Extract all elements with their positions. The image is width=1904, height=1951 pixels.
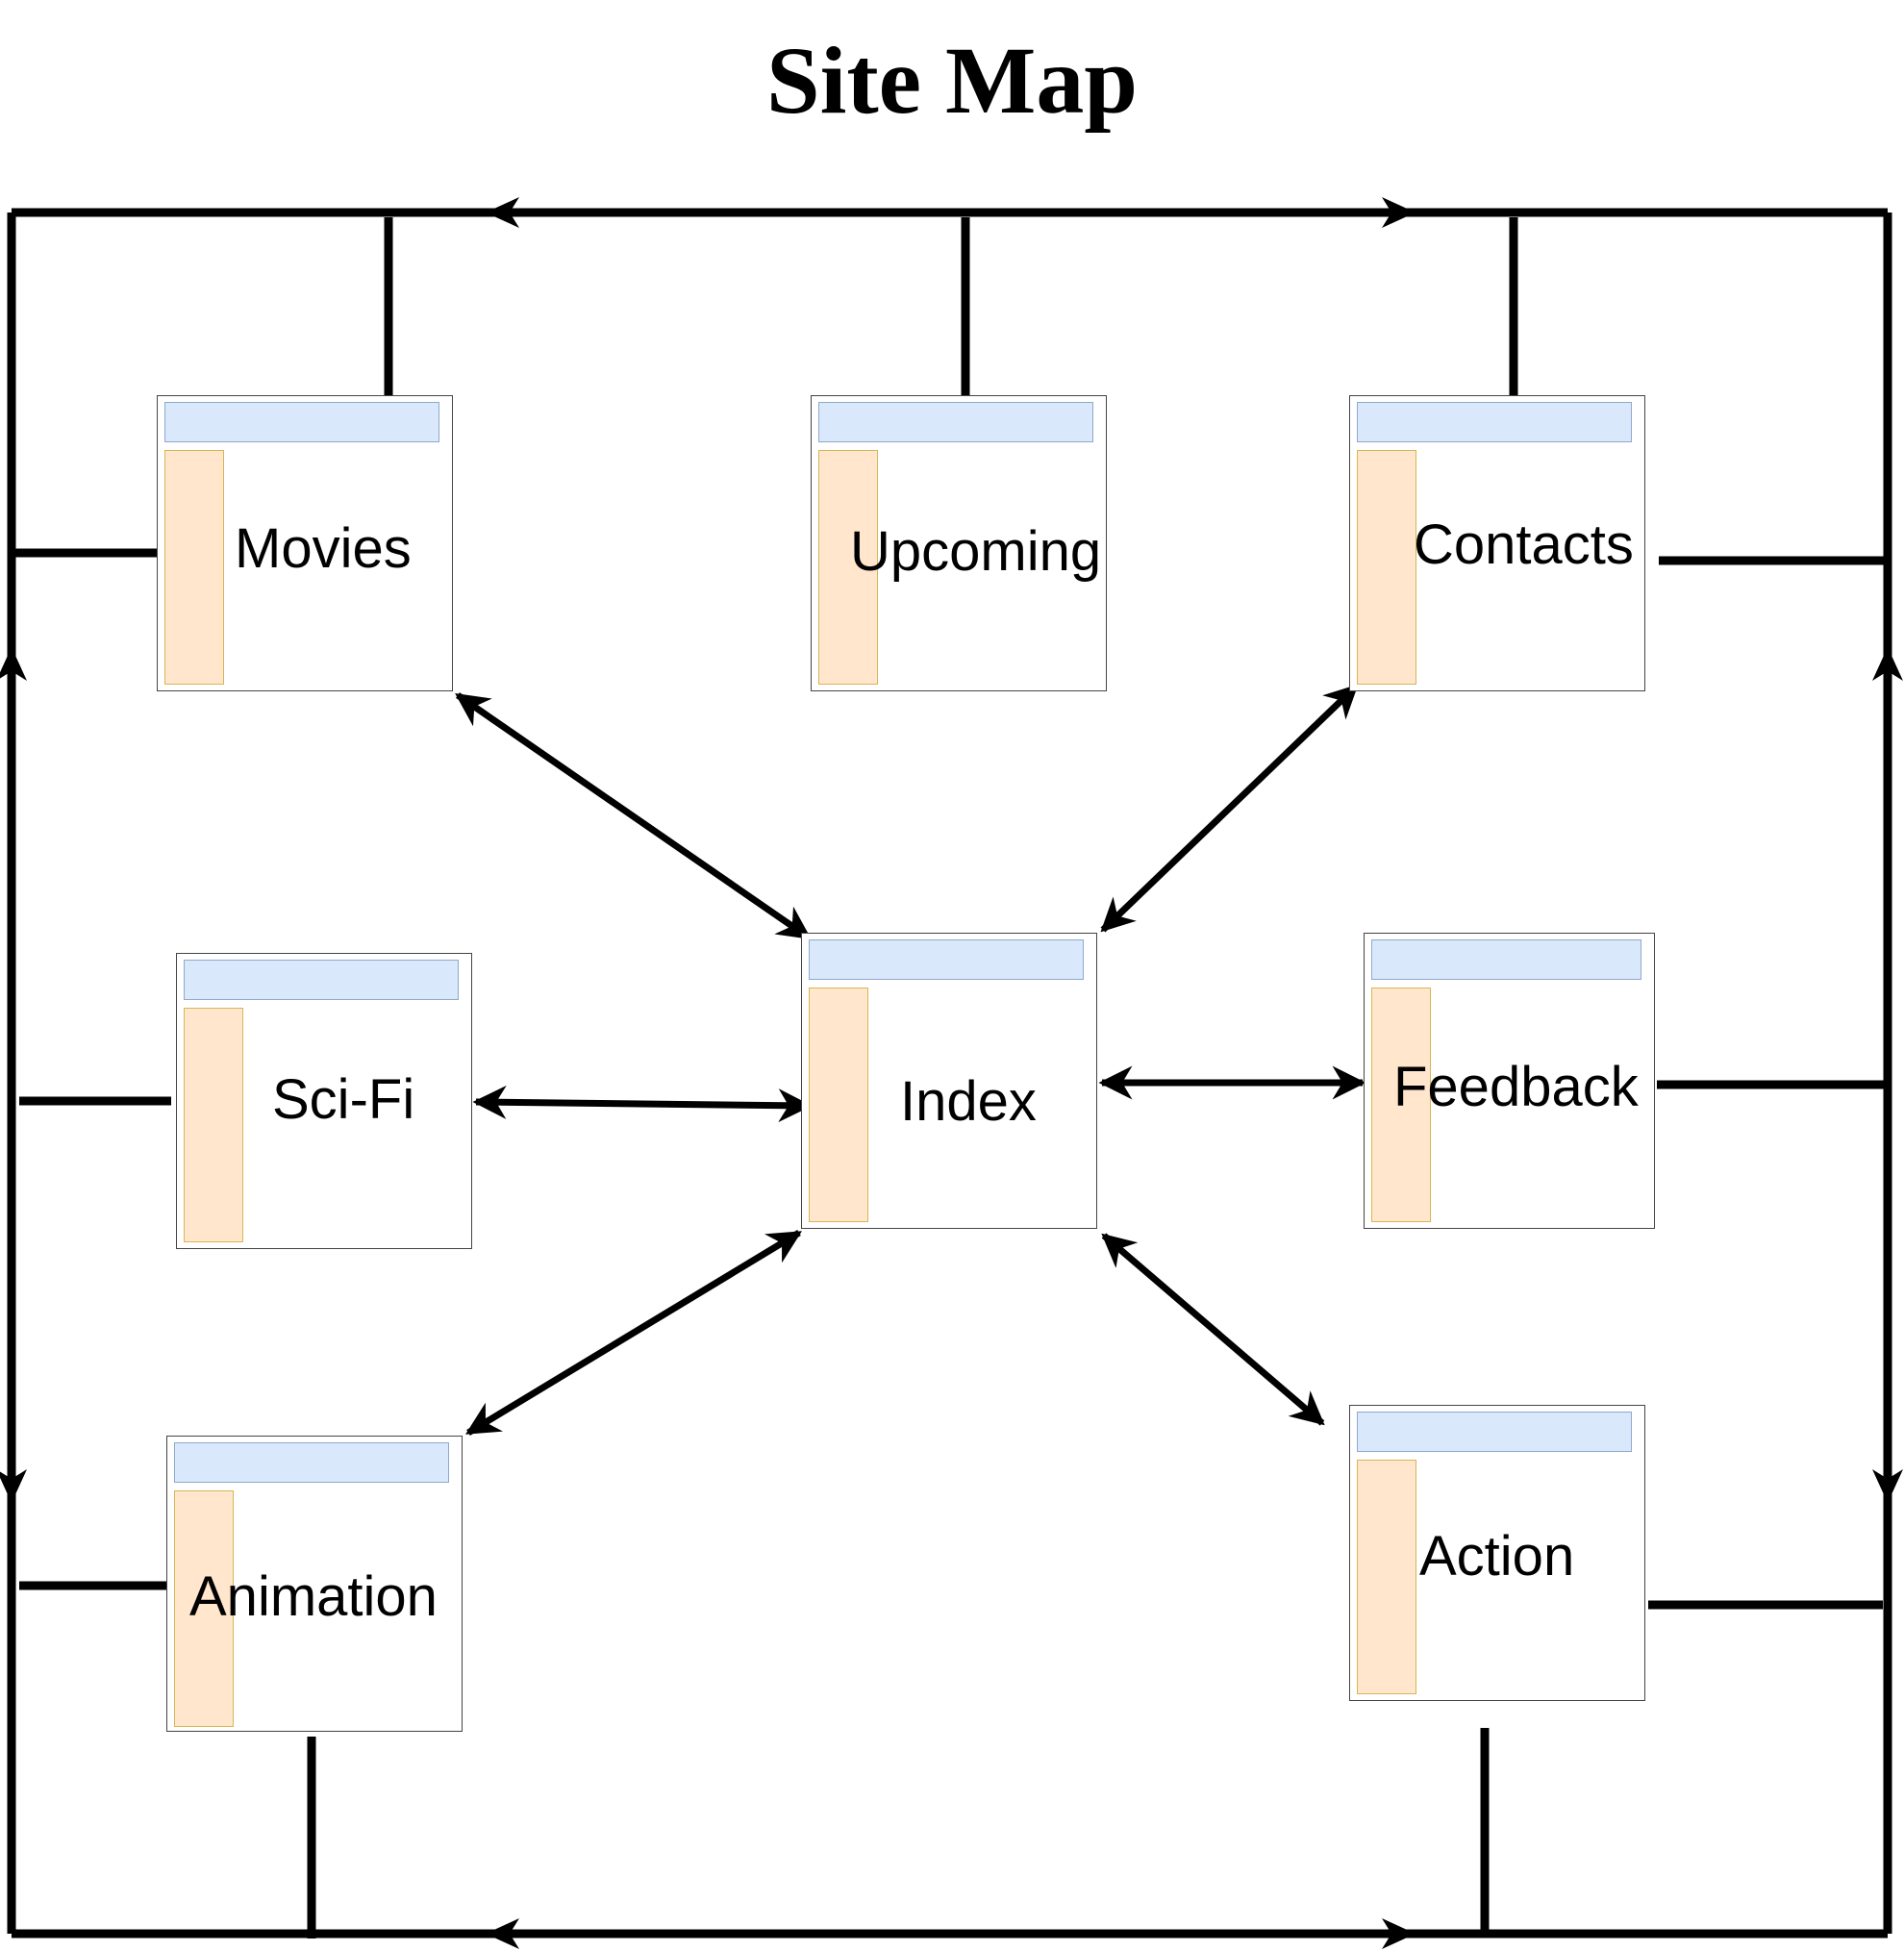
diagram-title: Site Map [765, 27, 1139, 134]
page-label-movies: Movies [235, 517, 412, 580]
page-node-index: Index [801, 933, 1097, 1229]
link-index-action [1101, 1233, 1325, 1426]
header-bar [809, 939, 1084, 980]
arrowhead-top-right [1382, 197, 1415, 228]
link-index-scifi [472, 1085, 813, 1123]
arrowhead-left-up [0, 647, 27, 681]
frame-connectors [13, 217, 1886, 1938]
page-label-upcoming: Upcoming [850, 520, 1102, 583]
arrowhead-right-down [1872, 1469, 1903, 1503]
page-label-scifi: Sci-Fi [272, 1068, 415, 1131]
page-node-animation: Animation [166, 1436, 463, 1732]
sidebar-panel [184, 1008, 243, 1242]
page-node-movies: Movies [157, 395, 453, 691]
header-bar [818, 402, 1093, 442]
sidebar-panel [1371, 988, 1431, 1222]
page-node-action: Action [1349, 1405, 1645, 1701]
page-label-index: Index [900, 1070, 1037, 1133]
arrowhead-right-up [1872, 647, 1903, 681]
header-bar [174, 1442, 449, 1483]
link-index-contacts [1100, 684, 1359, 933]
arrowhead-top-left [486, 197, 519, 228]
arrowhead-bottom-right [1382, 1918, 1415, 1949]
page-node-feedback: Feedback [1364, 933, 1655, 1229]
sidebar-panel [174, 1490, 234, 1727]
page-node-scifi: Sci-Fi [176, 953, 472, 1249]
sidebar-panel [818, 450, 878, 685]
index-links [455, 684, 1366, 1436]
page-label-action: Action [1419, 1525, 1575, 1588]
sidebar-panel [164, 450, 224, 685]
header-bar [184, 960, 459, 1000]
link-index-movies [455, 692, 812, 940]
sidebar-panel [809, 988, 868, 1222]
header-bar [1357, 1412, 1632, 1452]
arrowhead-bottom-left [486, 1918, 519, 1949]
arrowhead-left-down [0, 1469, 27, 1503]
sidebar-panel [1357, 1460, 1416, 1694]
sidebar-panel [1357, 450, 1416, 685]
page-label-contacts: Contacts [1414, 513, 1634, 576]
frame-arrowheads [0, 197, 1903, 1949]
header-bar [164, 402, 439, 442]
page-node-upcoming: Upcoming [811, 395, 1107, 691]
page-label-animation: Animation [189, 1565, 438, 1628]
header-bar [1357, 402, 1632, 442]
page-node-contacts: Contacts [1349, 395, 1645, 691]
outer-frame [7, 208, 1892, 1938]
link-index-animation [465, 1230, 802, 1436]
header-bar [1371, 939, 1641, 980]
page-label-feedback: Feedback [1393, 1056, 1639, 1118]
